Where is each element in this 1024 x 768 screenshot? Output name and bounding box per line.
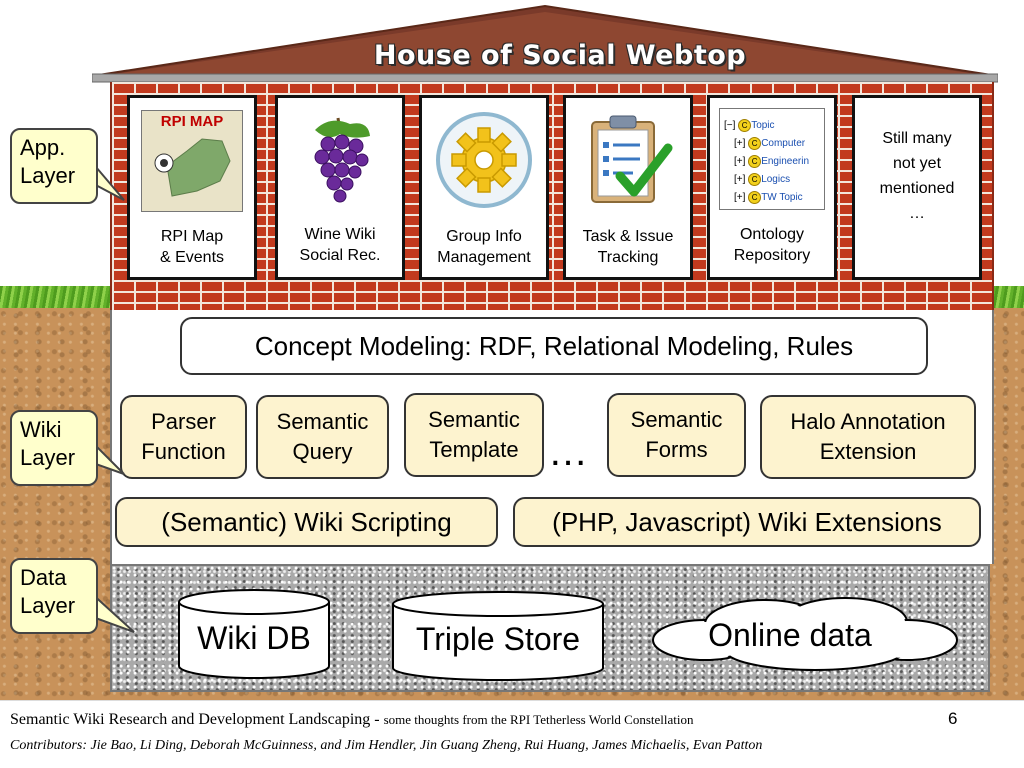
app-label: Wine Wiki Social Rec. [299, 226, 381, 264]
rpi-map-icon: RPI MAP [141, 110, 243, 212]
module-semantic-query[interactable]: Semantic Query [256, 395, 389, 479]
app-callout-pointer [90, 158, 125, 201]
wiki-db-cylinder [178, 589, 330, 679]
concept-modeling-box: Concept Modeling: RDF, Relational Modeli… [180, 317, 928, 375]
footer-contributors: Contributors: Jie Bao, Li Ding, Deborah … [10, 738, 763, 753]
triple-store-cylinder [392, 591, 604, 681]
footer-main-title: Semantic Wiki Research and Development L… [10, 711, 371, 728]
app-group-info[interactable]: Group Info Management [419, 95, 549, 280]
more-modules-ellipsis: … [548, 430, 588, 474]
footer-subtitle: some thoughts from the RPI Tetherless Wo… [383, 712, 694, 727]
triple-store-label: Triple Store [415, 621, 581, 657]
house-roof [92, 4, 998, 83]
app-more-not-mentioned: Still many not yet mentioned … [852, 95, 982, 280]
module-semantic-forms[interactable]: Semantic Forms [607, 393, 746, 477]
grapes-icon [290, 110, 390, 210]
app-label: Group Info Management [437, 228, 531, 266]
app-wine-wiki[interactable]: Wine Wiki Social Rec. [275, 95, 405, 280]
app-rpi-map[interactable]: RPI MAP RPI Map & Events [127, 95, 257, 280]
footer-separator: - [370, 711, 384, 728]
data-callout-pointer [90, 590, 135, 633]
gear-icon [434, 110, 534, 210]
wiki-db-label: Wiki DB [197, 620, 311, 656]
app-label: Task & Issue Tracking [582, 228, 674, 266]
house-title: House of Social Webtop [373, 40, 747, 71]
app-label: Ontology Repository [733, 226, 811, 264]
module-semantic-template[interactable]: Semantic Template [404, 393, 544, 477]
checklist-icon [578, 110, 678, 210]
wiki-scripting-box: (Semantic) Wiki Scripting [115, 497, 498, 547]
page-number: 6 [948, 709, 958, 728]
app-layer-wall [110, 82, 994, 310]
footer-title: Semantic Wiki Research and Development L… [10, 711, 694, 729]
data-layer-callout: Data Layer [10, 558, 98, 634]
app-layer-callout: App. Layer [10, 128, 98, 204]
app-task-issue[interactable]: Task & Issue Tracking [563, 95, 693, 280]
app-label: RPI Map & Events [159, 228, 225, 266]
wiki-layer-callout: Wiki Layer [10, 410, 98, 486]
wiki-callout-pointer [90, 438, 125, 475]
footer-divider [0, 700, 1024, 701]
app-label: Still many not yet mentioned … [879, 130, 955, 222]
module-parser-function[interactable]: Parser Function [120, 395, 247, 479]
module-halo-annotation[interactable]: Halo Annotation Extension [760, 395, 976, 479]
online-data-cloud [652, 597, 958, 671]
rpi-map-title: RPI MAP [160, 113, 224, 130]
wiki-extensions-box: (PHP, Javascript) Wiki Extensions [513, 497, 981, 547]
online-data-label: Online data [708, 617, 872, 653]
